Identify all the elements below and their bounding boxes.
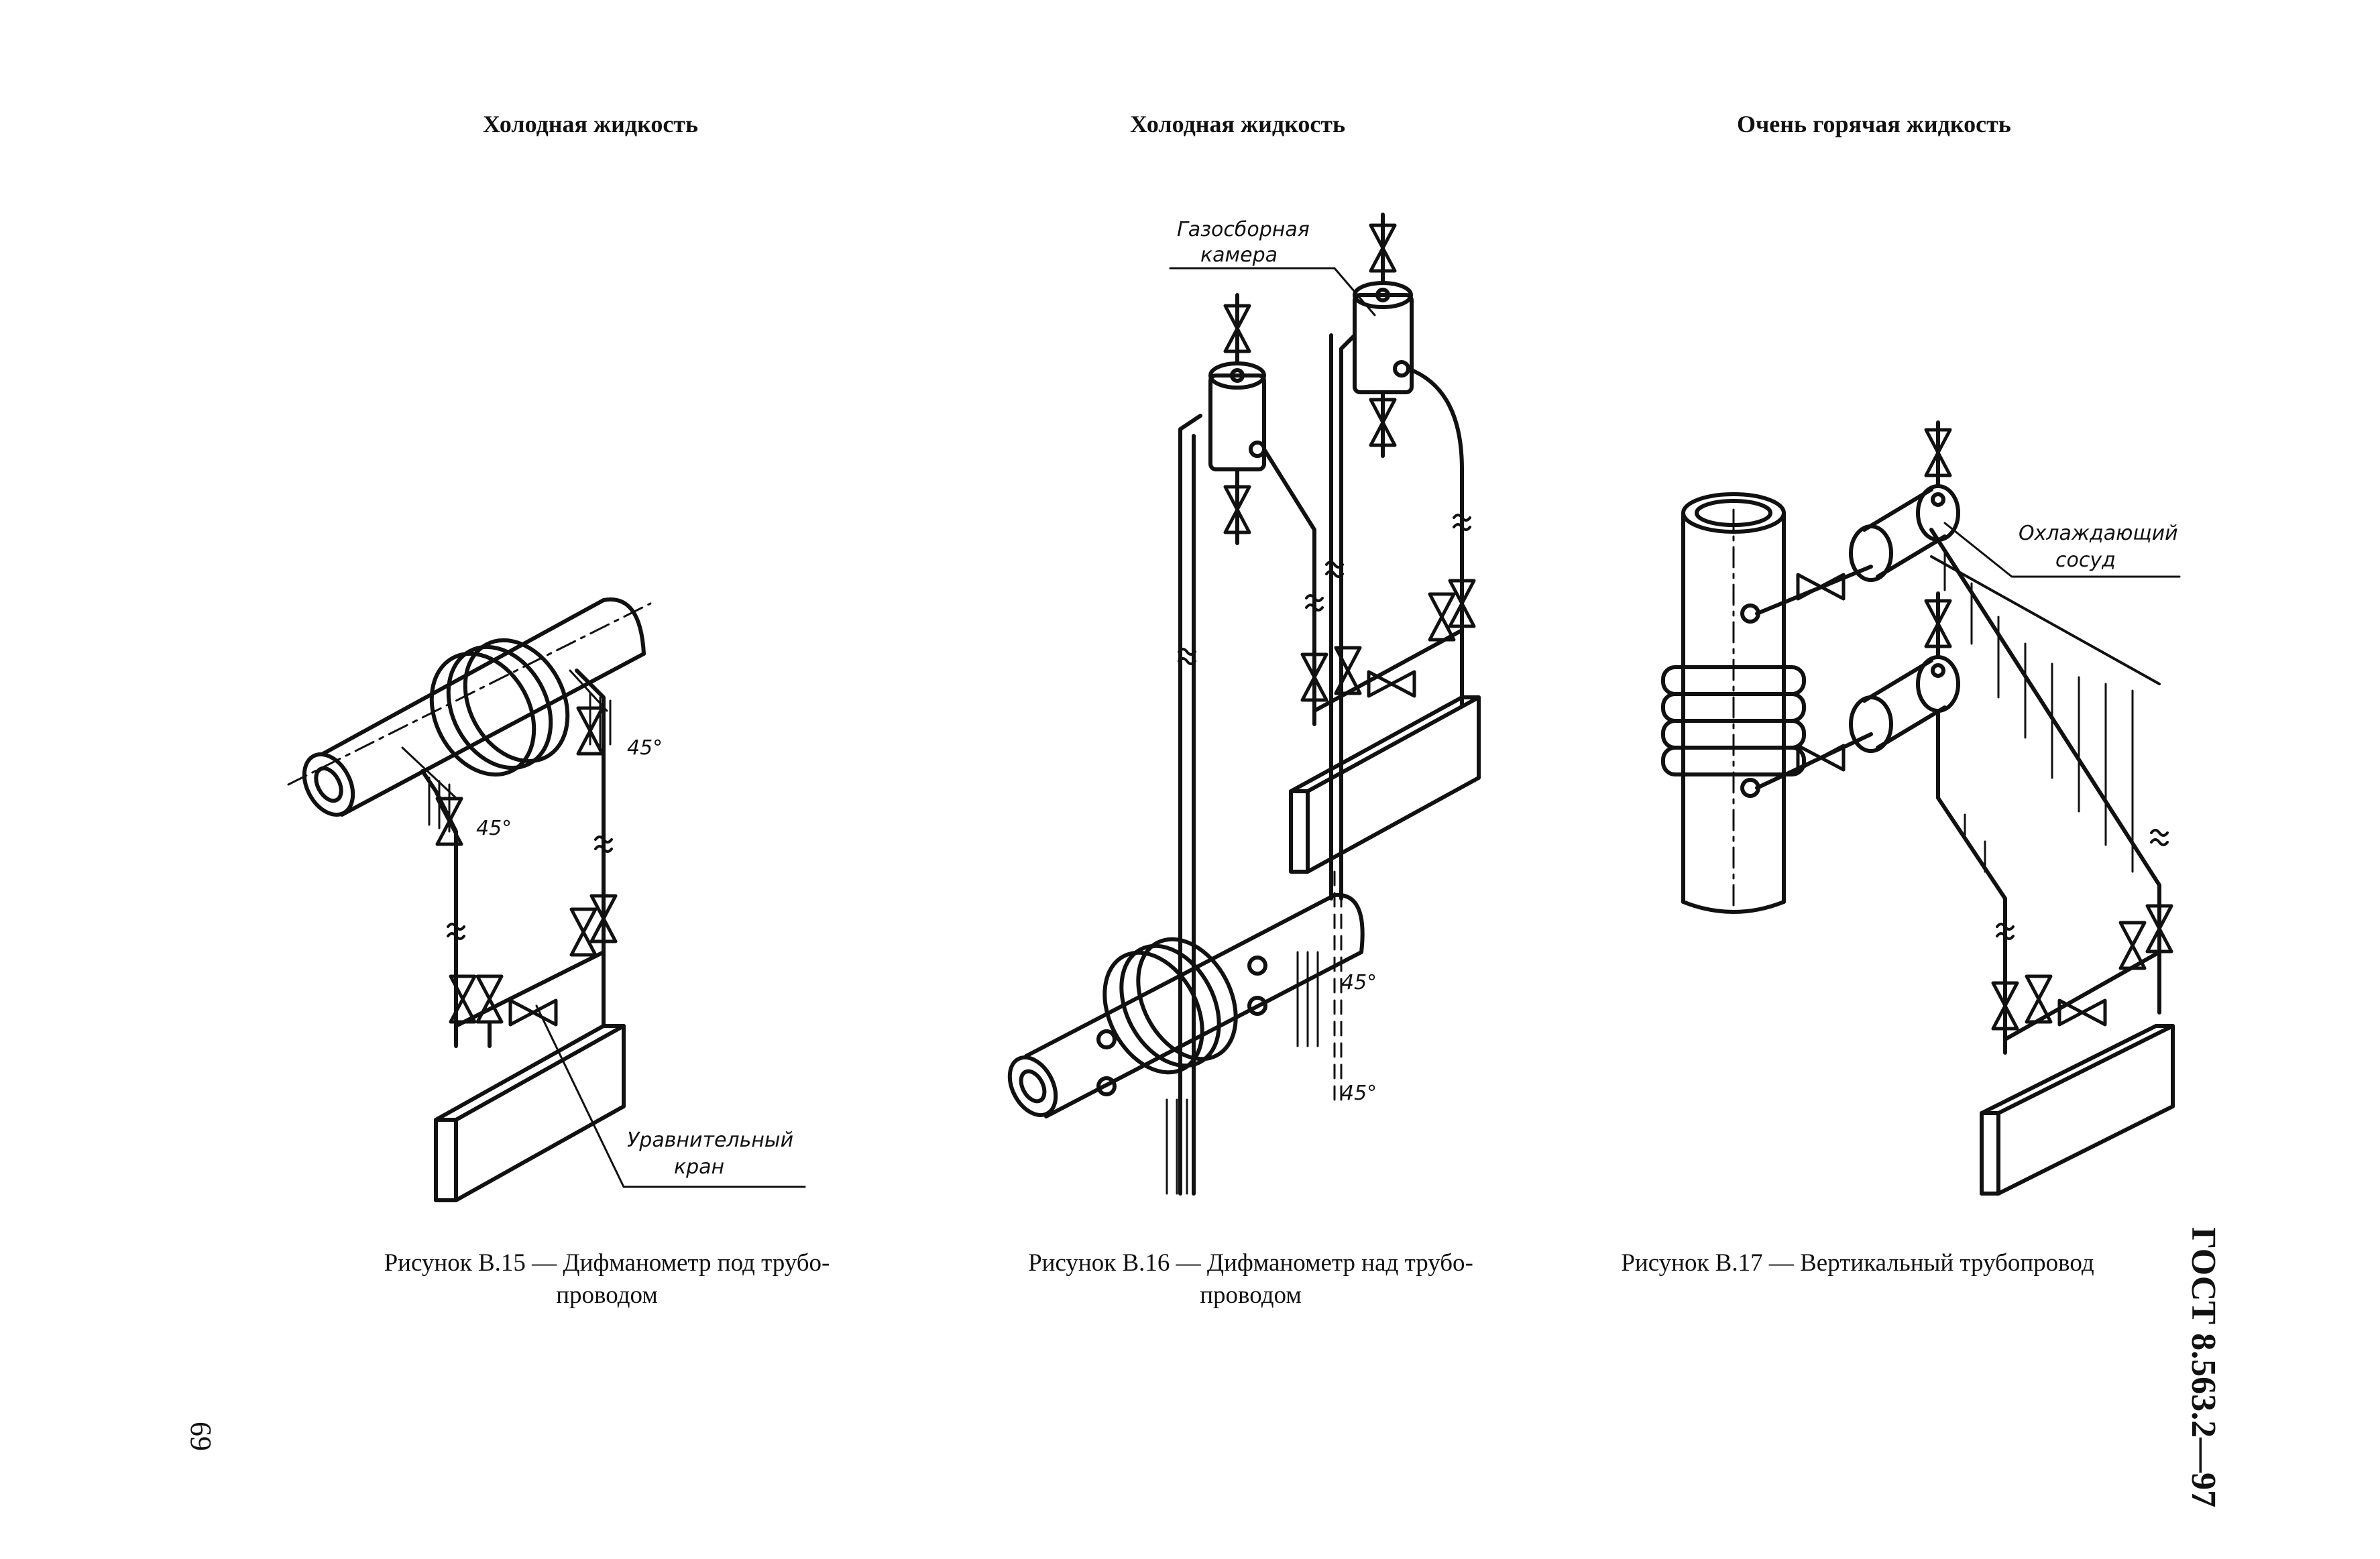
heading-fig16: Холодная жидкость [1130,111,1346,137]
label-angle-fig15-a: 45° [476,817,512,840]
label-gas-chamber-2: камера [1200,243,1278,267]
label-equalizing-valve-2: кран [674,1155,724,1179]
caption-fig15: Рисунок В.15 — Дифманометр под трубо- пр… [329,1247,885,1312]
page-number: 69 [184,1422,217,1451]
label-angle-fig15-b: 45° [627,736,663,760]
label-angle-fig16-b: 45° [1341,1082,1377,1105]
label-cooling-vessel-1: Охлаждающий [2019,522,2178,545]
caption-fig15-line2: проводом [556,1281,658,1310]
heading-fig17: Очень горячая жидкость [1737,111,2011,137]
heading-fig15: Холодная жидкость [483,111,699,137]
figure-b15-drawing [287,597,806,1202]
label-angle-fig16-a: 45° [1341,971,1377,994]
document-id: ГОСТ 8.563.2—97 [2184,1227,2222,1508]
label-gas-chamber-1: Газосборная [1177,218,1310,241]
caption-fig16-line1: Рисунок В.16 — Дифманометр над трубо- [1028,1249,1473,1277]
caption-fig16: Рисунок В.16 — Дифманометр над трубо- пр… [972,1247,1529,1312]
label-cooling-vessel-2: сосуд [2055,548,2116,572]
figure-b16-drawing [1007,213,1481,1196]
caption-fig15-line1: Рисунок В.15 — Дифманометр под трубо- [384,1249,830,1277]
figure-b17-drawing [1661,420,2181,1196]
caption-fig17-line1: Рисунок В.17 — Вертикальный трубопровод [1621,1249,2094,1277]
caption-fig17: Рисунок В.17 — Вертикальный трубопровод [1583,1247,2133,1279]
label-equalizing-valve-1: Уравнительный [627,1129,793,1152]
caption-fig16-line2: проводом [1200,1281,1302,1310]
